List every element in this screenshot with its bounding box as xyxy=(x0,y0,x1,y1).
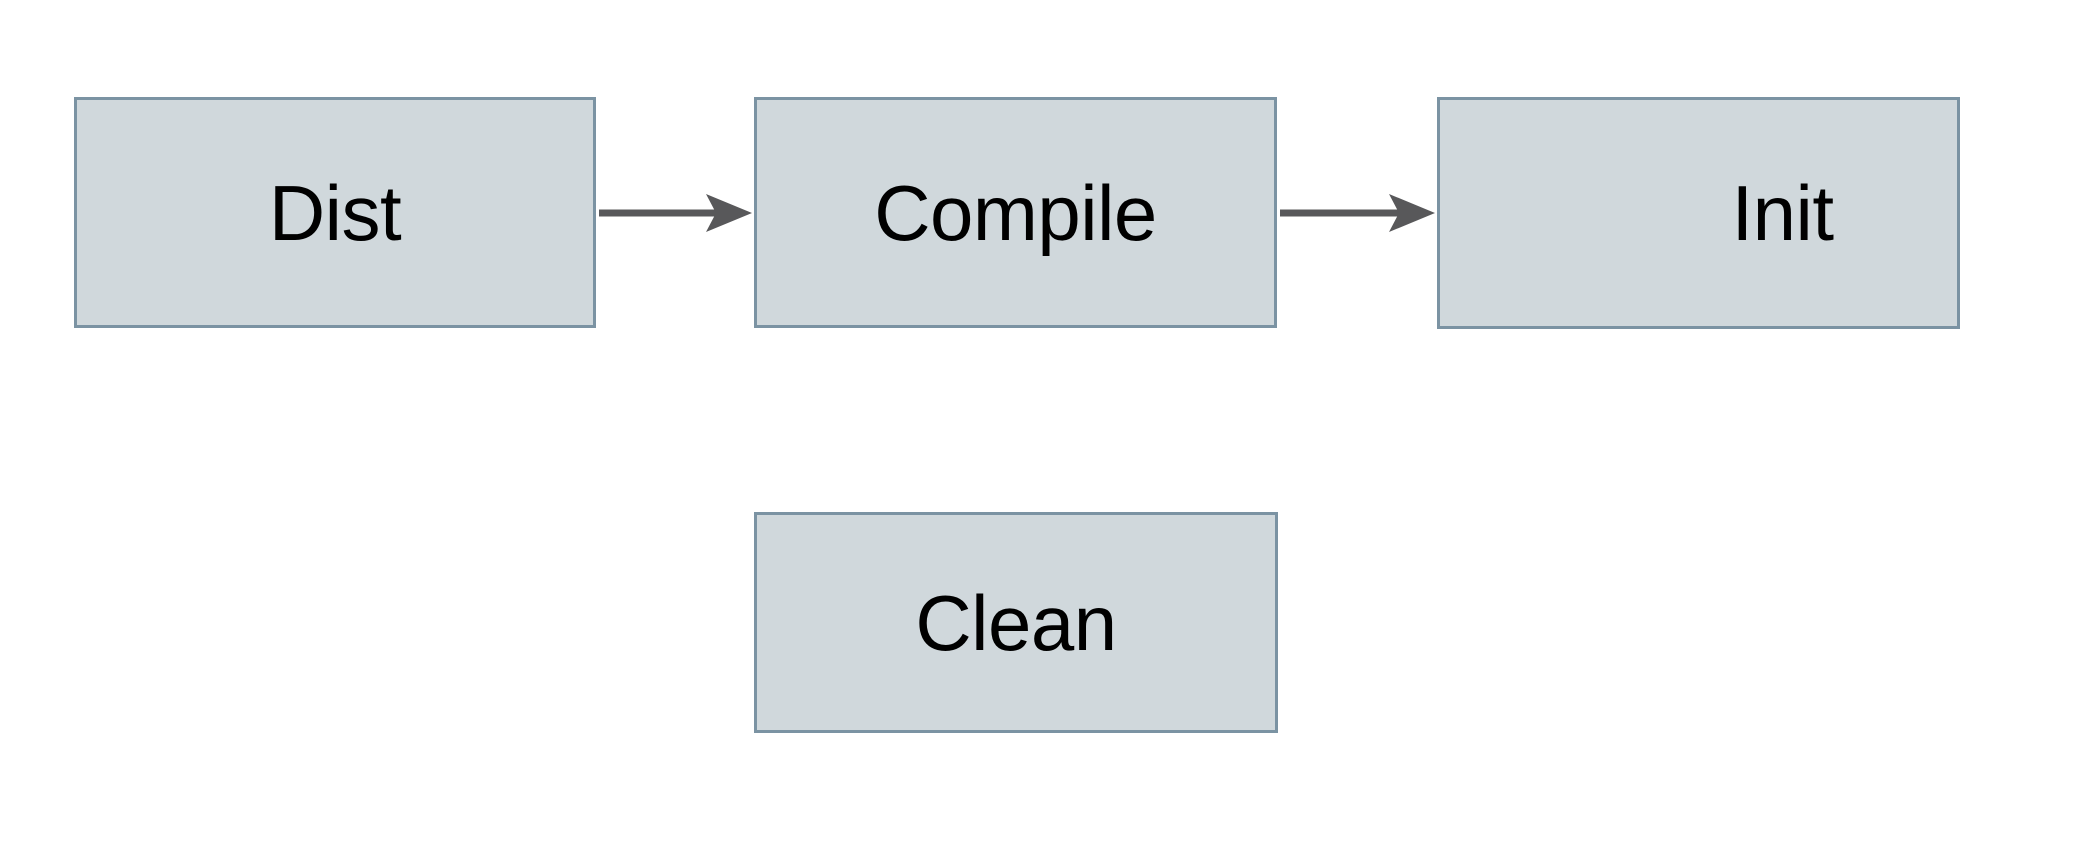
edge-dist-to-compile xyxy=(599,194,752,232)
node-dist[interactable]: Dist xyxy=(74,97,596,328)
arrowhead-icon xyxy=(1389,194,1435,232)
arrowhead-icon xyxy=(706,194,752,232)
node-clean[interactable]: Clean xyxy=(754,512,1278,733)
node-compile[interactable]: Compile xyxy=(754,97,1277,328)
edge-compile-to-init xyxy=(1280,194,1435,232)
node-dist-label: Dist xyxy=(268,168,402,257)
node-init-label: Init xyxy=(1731,169,1834,257)
node-compile-label: Compile xyxy=(874,168,1157,257)
node-init[interactable]: Init xyxy=(1437,97,1960,329)
node-clean-label: Clean xyxy=(915,578,1117,667)
